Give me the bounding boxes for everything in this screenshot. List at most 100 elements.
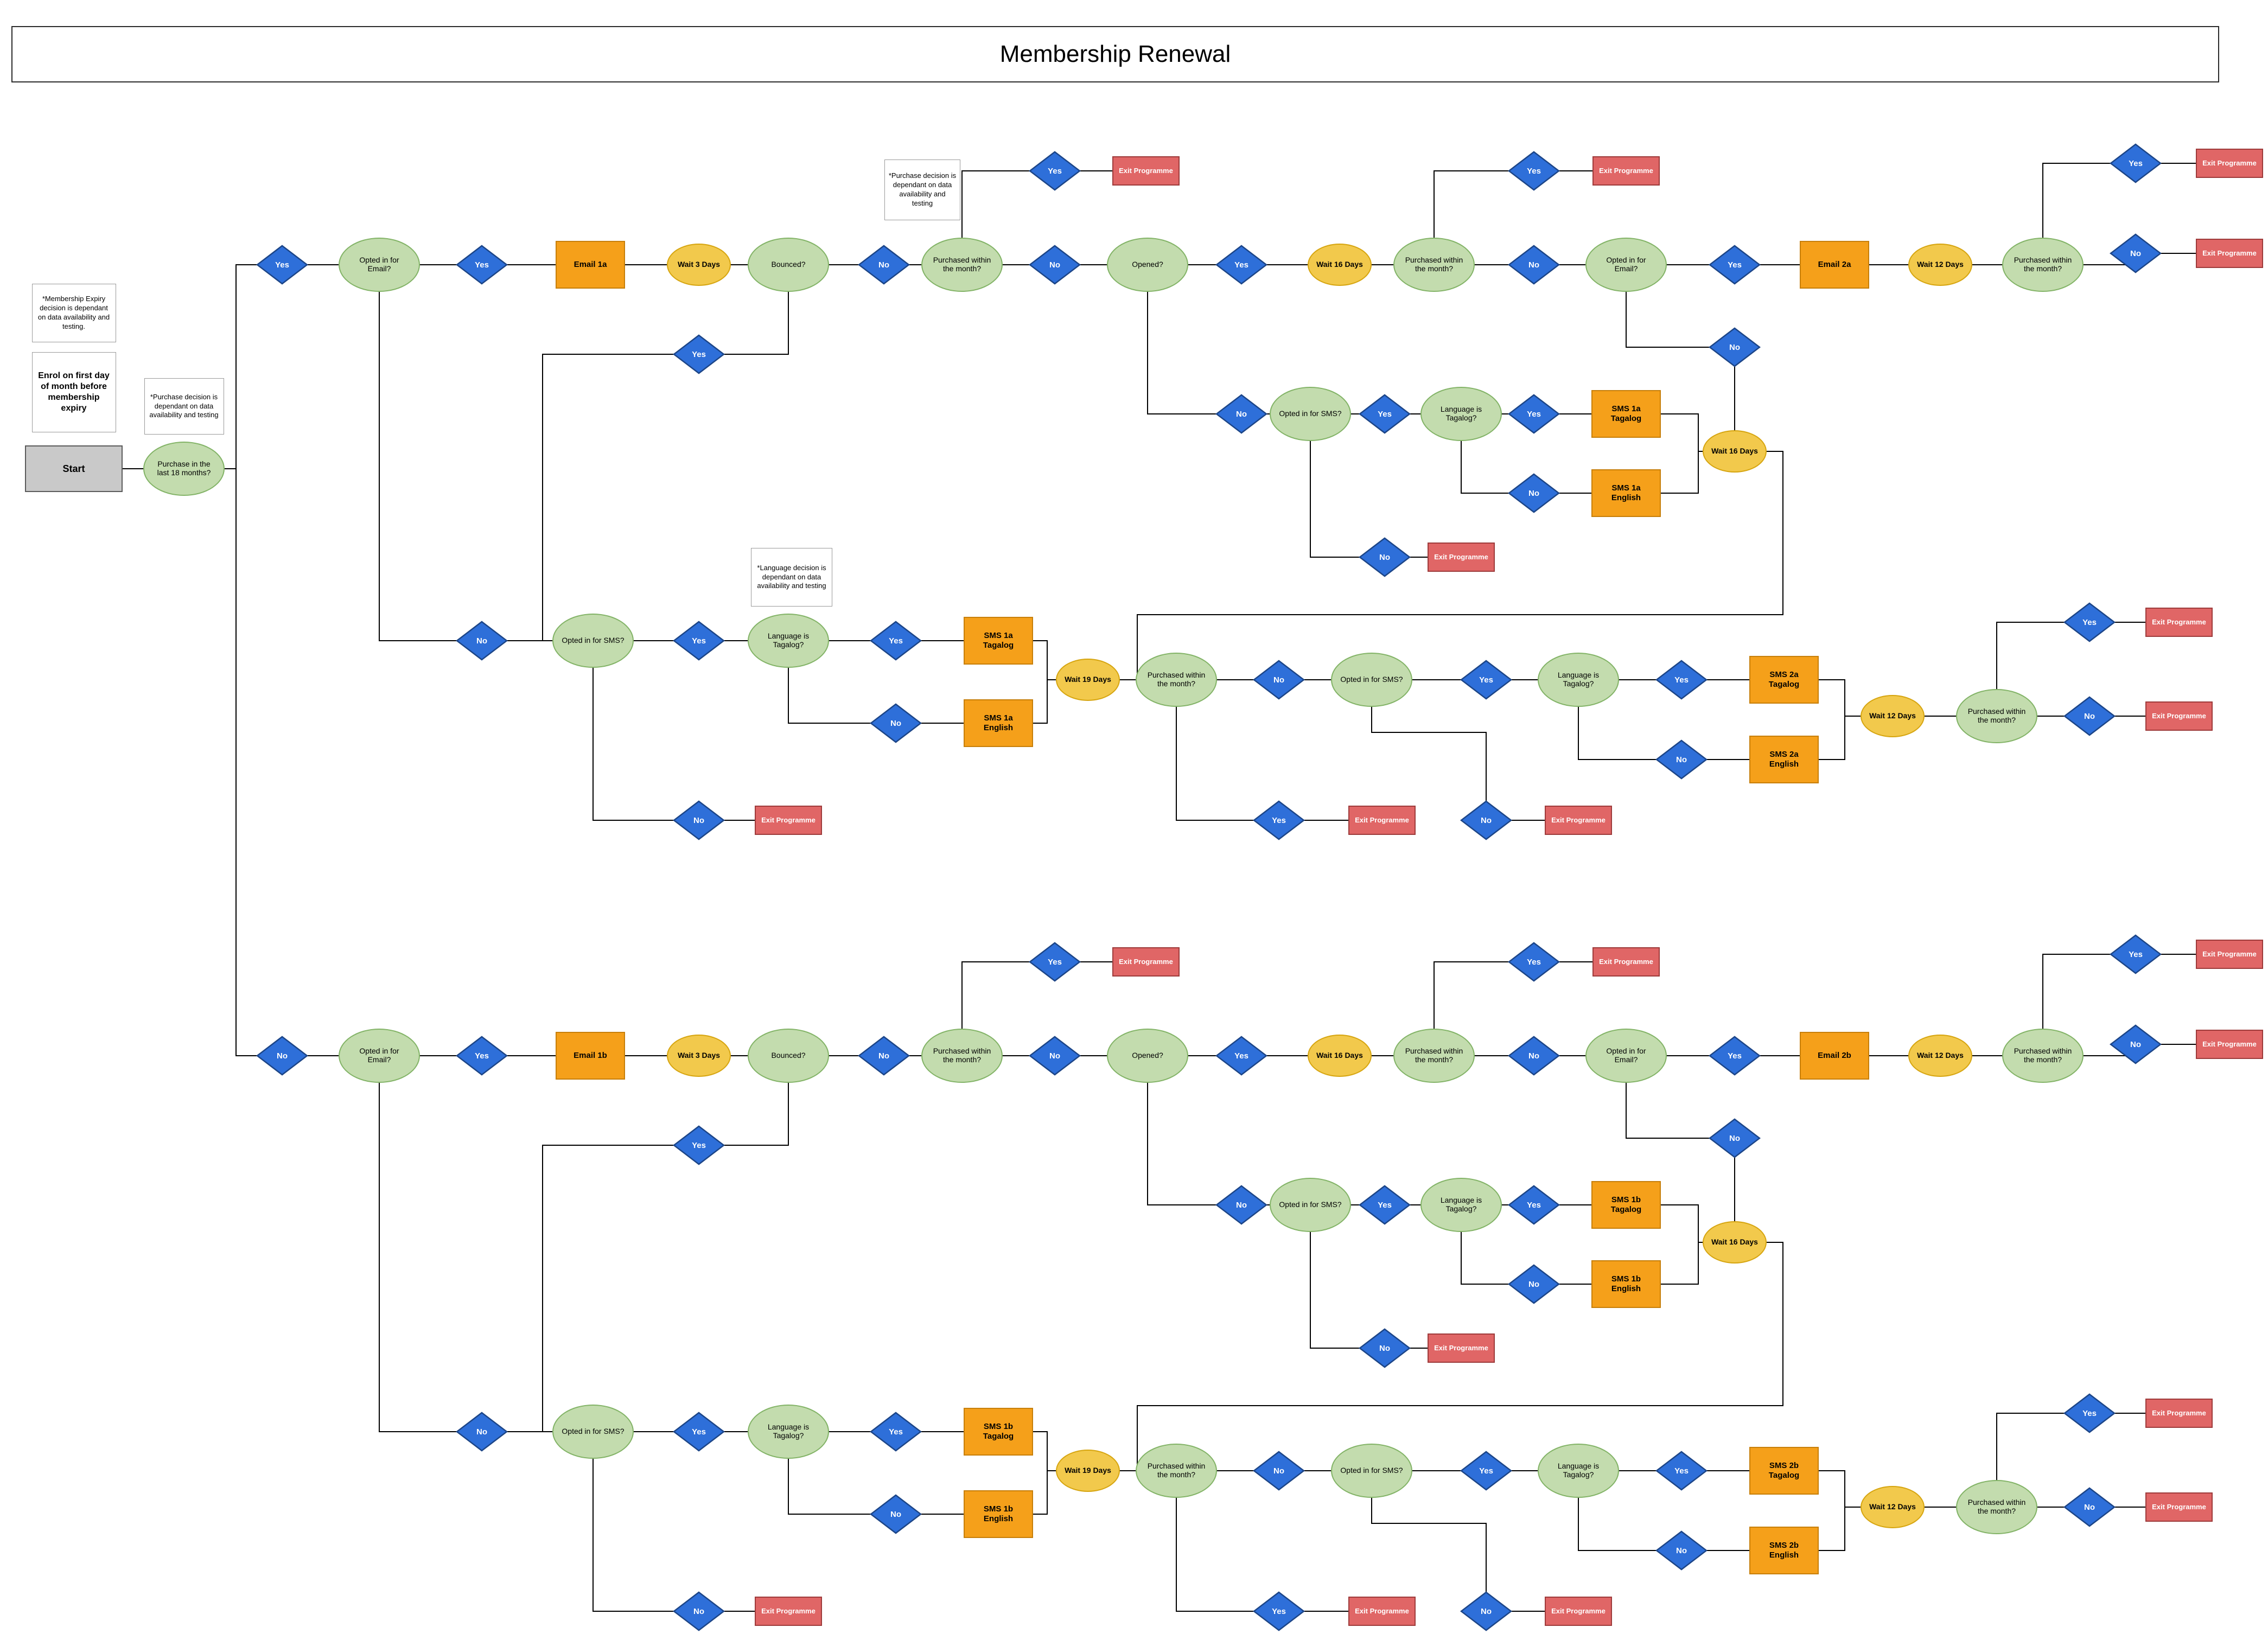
q-purchased-a5-label: Purchased within the month? bbox=[1967, 707, 2026, 724]
q-opened-b-label: Opened? bbox=[1132, 1051, 1163, 1060]
q-purchased-b1: Purchased within the month? bbox=[921, 1029, 1003, 1083]
d-language-a1-yes-label: Yes bbox=[1527, 409, 1541, 419]
exit-a2: Exit Programme bbox=[1592, 156, 1660, 186]
exit-a1-label: Exit Programme bbox=[1119, 167, 1173, 175]
p-sms-1b-english-2: SMS 1b English bbox=[964, 1490, 1033, 1538]
p-sms-1a-english-2-label: SMS 1a English bbox=[983, 713, 1014, 732]
d-purchase18-no-label: No bbox=[277, 1051, 288, 1061]
edge bbox=[593, 1432, 699, 1612]
q-opted-sms-b3-label: Opted in for SMS? bbox=[1340, 1466, 1403, 1475]
q-purchased-b3-label: Purchased within the month? bbox=[2014, 1046, 2072, 1064]
d-purchased-b1-no-label: No bbox=[1049, 1051, 1060, 1061]
d-opted-sms-b3-yes-label: Yes bbox=[1479, 1466, 1493, 1476]
q-purchased-b4: Purchased within the month? bbox=[1136, 1444, 1217, 1498]
d-language-b2-yes: Yes bbox=[870, 1412, 922, 1452]
d-opened-b-yes: Yes bbox=[1215, 1036, 1267, 1076]
w-wait12-a2-label: Wait 12 Days bbox=[1869, 711, 1916, 720]
q-purchase-18-months-label: Purchase in the last 18 months? bbox=[157, 460, 211, 477]
d-opened-b-no-label: No bbox=[1236, 1200, 1247, 1210]
edge bbox=[1626, 1056, 1735, 1139]
exit-b3: Exit Programme bbox=[2196, 940, 2263, 969]
p-sms-1b-tagalog-2: SMS 1b Tagalog bbox=[964, 1408, 1033, 1456]
p-sms-1a-tagalog-1: SMS 1a Tagalog bbox=[1591, 390, 1661, 438]
d-bounced-b-yes-label: Yes bbox=[692, 1140, 706, 1150]
q-opted-sms-b1-label: Opted in for SMS? bbox=[1279, 1200, 1342, 1209]
p-email-2a: Email 2a bbox=[1800, 241, 1869, 289]
q-purchased-b2-label: Purchased within the month? bbox=[1405, 1046, 1463, 1064]
d-purchased-a5-yes: Yes bbox=[2063, 602, 2116, 642]
w-wait19-a-label: Wait 19 Days bbox=[1065, 675, 1111, 684]
note-language-label: *Language decision is dependant on data … bbox=[757, 563, 826, 590]
w-wait3-b-label: Wait 3 Days bbox=[677, 1051, 721, 1060]
p-sms-1a-tagalog-2-label: SMS 1a Tagalog bbox=[983, 631, 1014, 650]
d-purchased-a1-yes-label: Yes bbox=[1048, 166, 1062, 176]
note-purchase-left: *Purchase decision is dependant on data … bbox=[144, 378, 224, 435]
exit-a3: Exit Programme bbox=[2196, 149, 2263, 178]
w-wait19-b-label: Wait 19 Days bbox=[1065, 1466, 1111, 1475]
d-purchased-a2-yes-label: Yes bbox=[1527, 166, 1541, 176]
start-label: Start bbox=[62, 463, 85, 474]
d-purchased-a1-no: No bbox=[1029, 245, 1081, 285]
exit-b1-label: Exit Programme bbox=[1119, 958, 1173, 966]
d-opted-email-b2-yes-label: Yes bbox=[1728, 1051, 1742, 1061]
diagram-title-box: Membership Renewal bbox=[11, 26, 2219, 82]
w-wait12-b2-label: Wait 12 Days bbox=[1869, 1502, 1916, 1511]
exit-b9: Exit Programme bbox=[1545, 1597, 1612, 1626]
d-opted-sms-a3-no-label: No bbox=[1481, 815, 1492, 825]
edge bbox=[1996, 1413, 2089, 1507]
note-enrol-label: Enrol on first day of month before membe… bbox=[38, 371, 110, 413]
edge bbox=[379, 1056, 482, 1432]
d-language-a2-yes-label: Yes bbox=[889, 636, 903, 646]
exit-a1: Exit Programme bbox=[1112, 156, 1180, 186]
exit-a5-label: Exit Programme bbox=[1434, 553, 1488, 561]
w-wait16-a1: Wait 16 Days bbox=[1308, 244, 1372, 286]
q-language-a3-label: Language is Tagalog? bbox=[1557, 671, 1600, 688]
exit-b2: Exit Programme bbox=[1592, 947, 1660, 977]
d-opted-email-b-yes: Yes bbox=[456, 1036, 508, 1076]
w-wait16-b1: Wait 16 Days bbox=[1308, 1035, 1372, 1077]
d-opted-email-b2-no: No bbox=[1709, 1118, 1761, 1158]
note-enrol: Enrol on first day of month before membe… bbox=[31, 352, 116, 432]
exit-a5: Exit Programme bbox=[1428, 543, 1495, 572]
q-opted-email-a2-label: Opted in for Email? bbox=[1606, 256, 1646, 273]
d-language-a2-no-label: No bbox=[890, 718, 901, 728]
d-language-b3-yes-label: Yes bbox=[1674, 1466, 1689, 1476]
q-opted-email-a2: Opted in for Email? bbox=[1585, 238, 1667, 292]
d-opted-email-a-yes: Yes bbox=[456, 245, 508, 285]
d-purchased-a3-no-label: No bbox=[2130, 248, 2141, 258]
exit-a7: Exit Programme bbox=[2145, 701, 2213, 731]
d-bounced-a-yes-label: Yes bbox=[692, 349, 706, 359]
d-opted-sms-a1-no: No bbox=[1359, 537, 1411, 577]
w-wait3-b: Wait 3 Days bbox=[667, 1035, 731, 1077]
q-language-a3: Language is Tagalog? bbox=[1538, 653, 1619, 707]
q-language-b3: Language is Tagalog? bbox=[1538, 1444, 1619, 1498]
edge bbox=[184, 468, 282, 1056]
q-bounced-b: Bounced? bbox=[748, 1029, 829, 1083]
exit-a4: Exit Programme bbox=[2196, 239, 2263, 268]
exit-b2-label: Exit Programme bbox=[1599, 958, 1653, 966]
d-purchased-a3-no: No bbox=[2110, 233, 2162, 273]
w-wait12-a1-label: Wait 12 Days bbox=[1917, 260, 1964, 269]
q-language-a2: Language is Tagalog? bbox=[748, 614, 829, 668]
q-purchased-b2: Purchased within the month? bbox=[1393, 1029, 1475, 1083]
w-wait12-a2: Wait 12 Days bbox=[1861, 695, 1925, 737]
d-purchased-a2-no: No bbox=[1508, 245, 1560, 285]
d-opted-sms-b3-no-label: No bbox=[1481, 1606, 1492, 1616]
d-opted-email-a-no: No bbox=[456, 621, 508, 661]
exit-b4: Exit Programme bbox=[2196, 1030, 2263, 1059]
q-opted-email-a-label: Opted in for Email? bbox=[359, 256, 399, 273]
d-purchased-b2-no: No bbox=[1508, 1036, 1560, 1076]
p-sms-2b-tagalog-label: SMS 2b Tagalog bbox=[1768, 1461, 1800, 1480]
p-sms-2b-english: SMS 2b English bbox=[1749, 1527, 1819, 1574]
w-wait12-b2: Wait 12 Days bbox=[1861, 1486, 1925, 1528]
d-language-a1-no-label: No bbox=[1528, 488, 1539, 498]
d-opted-email-b-no-label: No bbox=[476, 1427, 487, 1437]
d-purchased-b2-no-label: No bbox=[1528, 1051, 1539, 1061]
d-purchased-b1-yes-label: Yes bbox=[1048, 957, 1062, 967]
d-language-a2-no: No bbox=[870, 703, 922, 743]
exit-a8: Exit Programme bbox=[1348, 806, 1416, 835]
w-wait3-a: Wait 3 Days bbox=[667, 244, 731, 286]
p-sms-2a-tagalog: SMS 2a Tagalog bbox=[1749, 656, 1819, 704]
d-purchase18-yes: Yes bbox=[256, 245, 308, 285]
q-purchased-b5-label: Purchased within the month? bbox=[1967, 1498, 2026, 1515]
